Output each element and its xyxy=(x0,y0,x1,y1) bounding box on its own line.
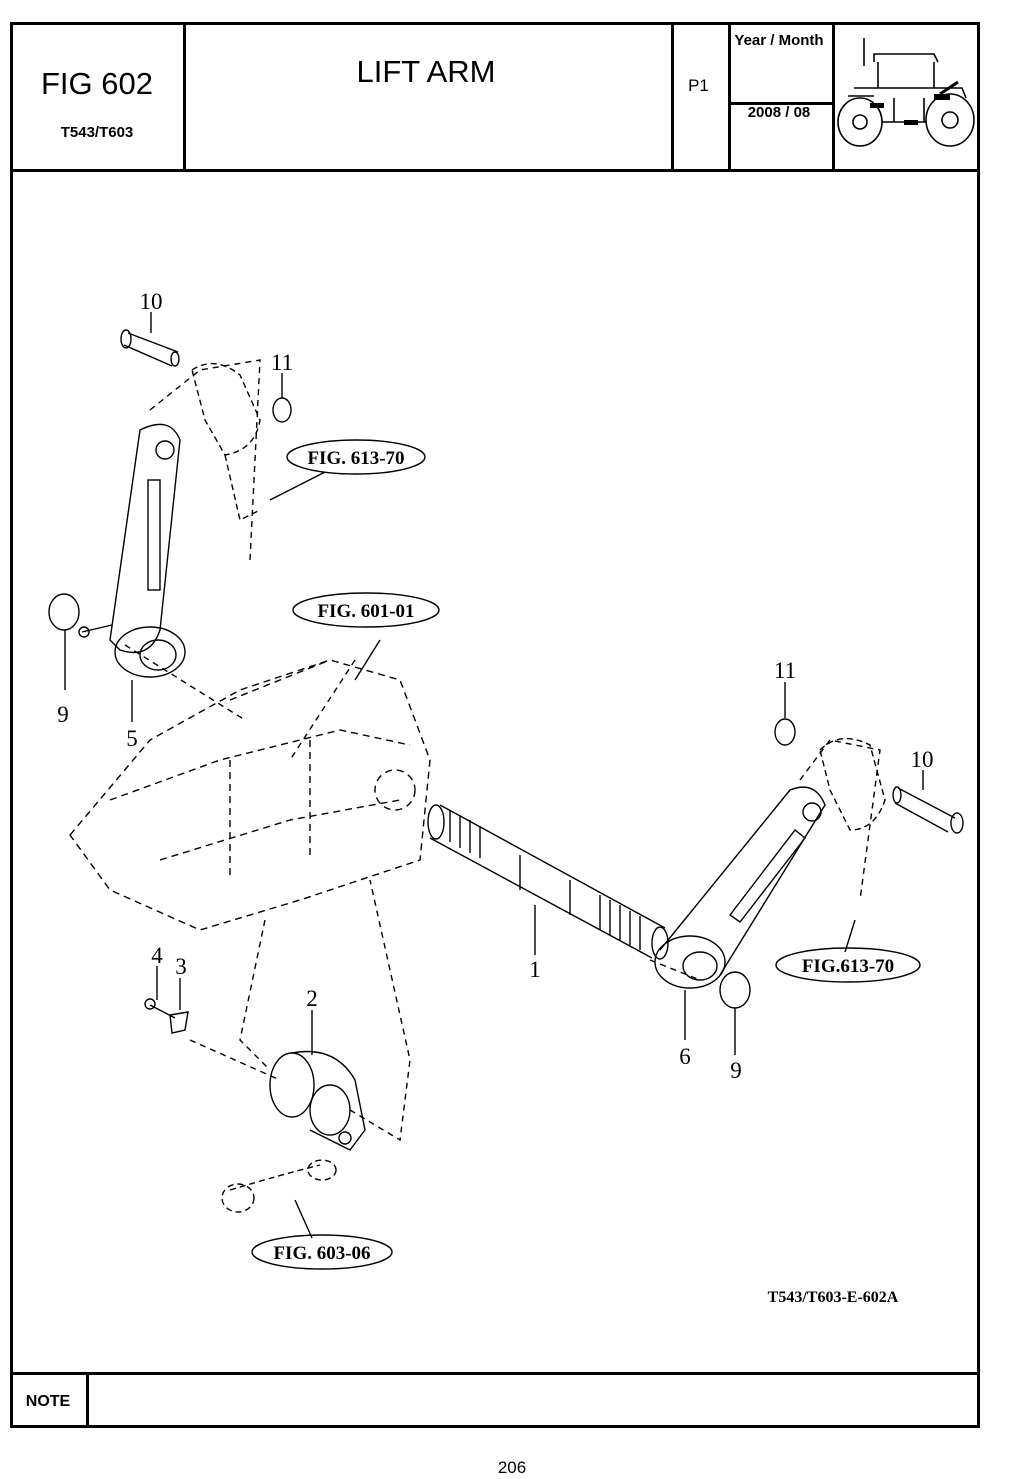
page-number: 206 xyxy=(497,1458,527,1477)
divider xyxy=(13,1372,980,1375)
callout-number: 10 xyxy=(140,289,163,314)
snap-ring xyxy=(719,971,751,1009)
lock-plate xyxy=(169,1011,189,1034)
lift-shaft xyxy=(427,804,669,960)
tractor-icon xyxy=(837,38,975,147)
page-frame xyxy=(10,22,980,1428)
figure-reference: FIG. 603-06 xyxy=(273,1243,370,1264)
snap-ring xyxy=(774,718,796,746)
figure-reference: FIG. 601-01 xyxy=(317,601,414,622)
year-month-value: 2008 / 08 xyxy=(747,104,811,121)
divider xyxy=(671,25,674,171)
page-title: LIFT ARM xyxy=(356,54,496,89)
lift-arm-right xyxy=(654,786,826,989)
snap-ring xyxy=(48,593,80,631)
divider xyxy=(728,25,731,171)
note-label: NOTE xyxy=(25,1393,71,1410)
model-code: T543/T603 xyxy=(60,124,134,141)
callout-number: 1 xyxy=(529,957,541,982)
callout-number: 10 xyxy=(911,747,934,772)
divider xyxy=(728,102,832,105)
lift-cam xyxy=(269,1050,366,1151)
housing-outline xyxy=(69,659,431,931)
figure-reference: FIG. 613-70 xyxy=(307,448,404,469)
callout-number: 5 xyxy=(126,726,138,751)
divider xyxy=(183,25,186,171)
figure-reference: FIG.613-70 xyxy=(802,956,894,977)
callout-number: 9 xyxy=(57,702,69,727)
pin-left xyxy=(120,329,180,367)
divider xyxy=(13,169,980,172)
callout-number: 3 xyxy=(175,954,187,979)
figure-number: FIG 602 xyxy=(41,66,153,101)
callout-number: 11 xyxy=(774,658,796,683)
snap-ring xyxy=(272,397,292,423)
pin-right xyxy=(892,786,964,834)
drawing-code: T543/T603-E-602A xyxy=(768,1289,899,1306)
callout-number: 9 xyxy=(730,1058,742,1083)
year-month-label: Year / Month xyxy=(734,32,824,49)
divider xyxy=(832,25,835,171)
page-id: P1 xyxy=(688,76,709,95)
divider xyxy=(86,1372,89,1428)
lift-arm-left xyxy=(78,423,186,678)
callout-number: 11 xyxy=(271,350,293,375)
callout-number: 2 xyxy=(306,986,318,1011)
callout-number: 4 xyxy=(151,943,163,968)
callout-number: 6 xyxy=(679,1044,691,1069)
